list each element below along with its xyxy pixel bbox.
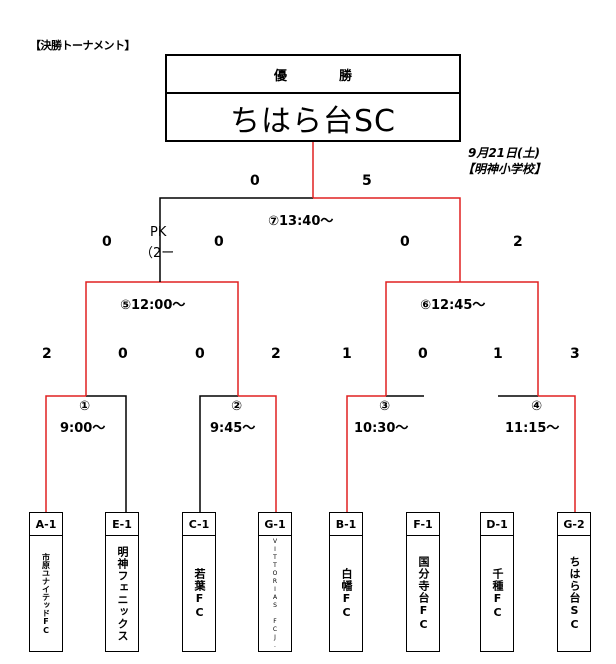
sf2-score-right: 2: [513, 234, 523, 250]
team-name-wrap: VITTORIAS FCJ.: [259, 536, 291, 651]
qf2-number: ②: [231, 399, 243, 414]
bracket-line-final-left: [159, 197, 313, 282]
sf1-score-right: 0: [214, 234, 224, 250]
team-box-c1: C-1 若葉FC: [182, 512, 216, 652]
team-id: C-1: [183, 513, 215, 536]
bracket-line-g1: [238, 395, 277, 512]
team-id: D-1: [481, 513, 513, 536]
sf1-score-left: 0: [102, 234, 112, 250]
team-name: 白幡FC: [340, 567, 353, 620]
qf4-score-left: 1: [493, 346, 503, 362]
qf4-score-right: 3: [570, 346, 580, 362]
match-date: 9月21日(土) 【明神小学校】: [462, 145, 546, 177]
team-id: F-1: [407, 513, 439, 536]
bracket-line-sf2-right: [460, 281, 539, 396]
team-name-wrap: 国分寺台FC: [407, 536, 439, 651]
bracket-line-sf1-right: [160, 281, 239, 396]
sf2-time: ⑥12:45～: [420, 298, 486, 313]
team-name-wrap: 明神フェニックス: [106, 536, 138, 651]
team-name: 千種FC: [491, 567, 504, 620]
qf1-score-right: 0: [118, 346, 128, 362]
sf2-score-left: 0: [400, 234, 410, 250]
champion-header: 優 勝: [167, 56, 459, 94]
sf1-time: ⑤12:00～: [120, 298, 186, 313]
team-name-wrap: 若葉FC: [183, 536, 215, 651]
qf3-number: ③: [379, 399, 391, 414]
qf2-score-left: 0: [195, 346, 205, 362]
match-date-day: 9月21日(土): [467, 146, 541, 160]
qf4-number: ④: [531, 399, 543, 414]
champion-name: ちはら台SC: [230, 104, 396, 139]
team-id: A-1: [30, 513, 62, 536]
team-id: G-2: [558, 513, 590, 536]
team-id: E-1: [106, 513, 138, 536]
bracket-line-g2: [538, 395, 576, 512]
team-name-wrap: ちはら台SC: [558, 536, 590, 651]
qf1-score-left: 2: [42, 346, 52, 362]
team-box-d1: D-1 千種FC: [480, 512, 514, 652]
team-name: ちはら台SC: [568, 555, 581, 632]
team-box-e1: E-1 明神フェニックス: [105, 512, 139, 652]
team-box-g2: G-2 ちはら台SC: [557, 512, 591, 652]
qf2-time: 9:45～: [210, 421, 256, 436]
bracket-line-e1: [86, 395, 127, 512]
qf3-score-right: 0: [418, 346, 428, 362]
team-id: B-1: [330, 513, 362, 536]
team-name-wrap: 白幡FC: [330, 536, 362, 651]
bracket-line-c1: [199, 395, 238, 512]
bracket-line-a1: [45, 395, 86, 512]
sf1-pk-label: PK: [150, 225, 167, 240]
champion-header-left: 優: [273, 68, 287, 84]
team-box-g1: G-1 VITTORIAS FCJ.: [258, 512, 292, 652]
final-score-left: 0: [250, 173, 260, 189]
team-name-wrap: 千種FC: [481, 536, 513, 651]
team-name-wrap: 市原ユナイテッドFC: [30, 536, 62, 651]
team-box-a1: A-1 市原ユナイテッドFC: [29, 512, 63, 652]
final-time: ⑦13:40～: [268, 214, 334, 229]
champion-box: 優 勝 ちはら台SC: [165, 54, 461, 142]
team-box-f1: F-1 国分寺台FC: [406, 512, 440, 652]
team-name: VITTORIAS FCJ.: [271, 537, 279, 650]
bracket-line-sf2-left: [385, 281, 460, 396]
qf2-score-right: 2: [271, 346, 281, 362]
bracket-line-b1: [346, 395, 386, 512]
qf4-time: 11:15～: [505, 421, 560, 436]
qf1-number: ①: [79, 399, 91, 414]
qf3-score-left: 1: [342, 346, 352, 362]
team-name: 国分寺台FC: [417, 555, 430, 632]
qf3-time: 10:30～: [354, 421, 409, 436]
team-box-b1: B-1 白幡FC: [329, 512, 363, 652]
sf1-pk-score: （2ー: [140, 246, 175, 261]
final-score-right: 5: [362, 173, 372, 189]
team-name: 市原ユナイテッドFC: [41, 552, 51, 635]
bracket-line-final-right: [313, 197, 461, 282]
page-heading: 【決勝トーナメント】: [30, 39, 136, 52]
team-id: G-1: [259, 513, 291, 536]
champion-header-right: 勝: [339, 68, 353, 84]
match-venue: 【明神小学校】: [462, 162, 547, 176]
team-name: 若葉FC: [193, 567, 206, 620]
team-name: 明神フェニックス: [116, 545, 129, 642]
qf1-time: 9:00～: [60, 421, 106, 436]
bracket-line-sf1-left: [85, 281, 160, 396]
